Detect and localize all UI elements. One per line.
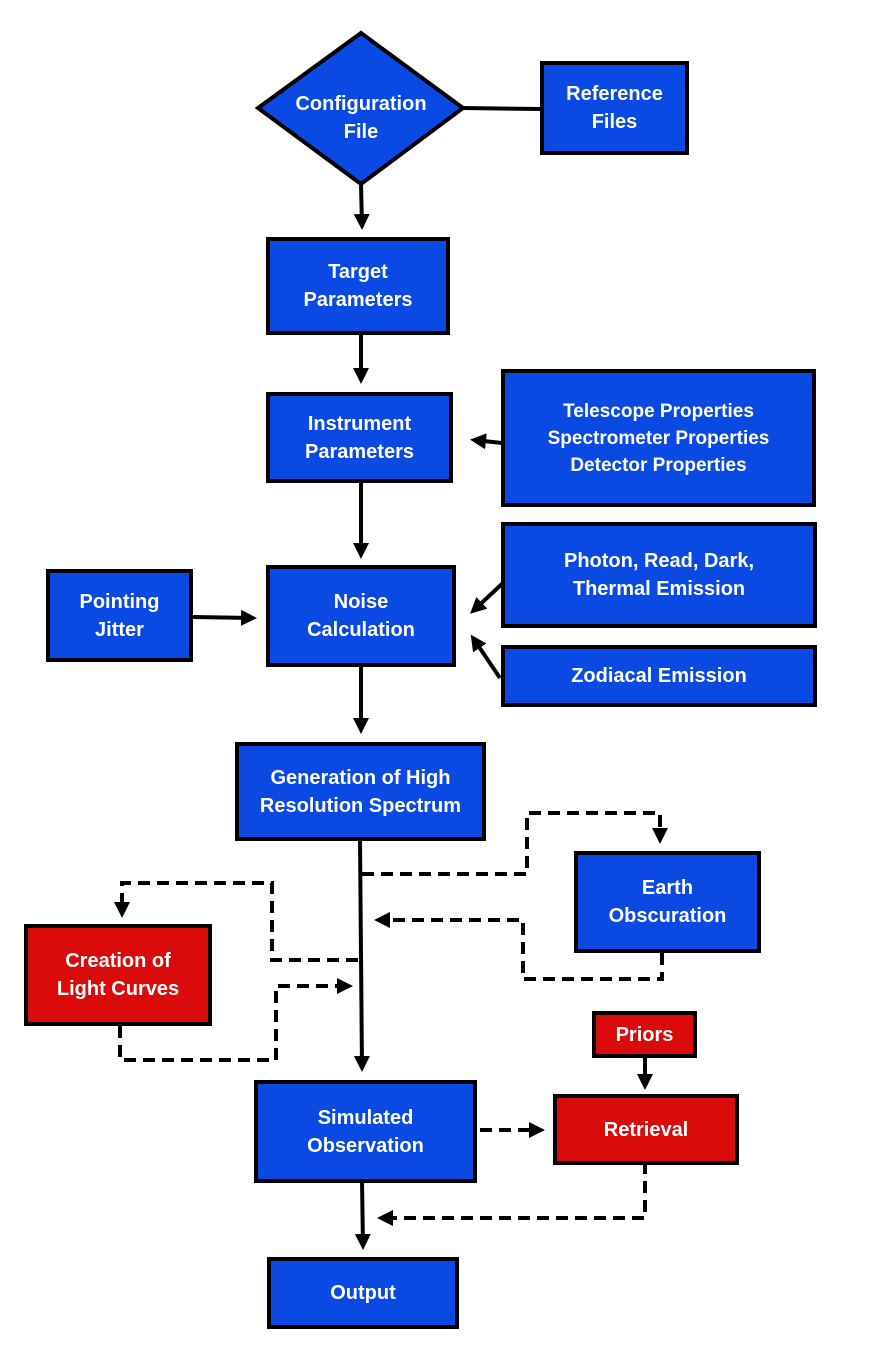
simulated-observation-box: Simulated Observation: [254, 1080, 477, 1183]
output-box: Output: [267, 1257, 459, 1329]
configuration-file-label: Configuration File: [295, 93, 427, 143]
zodiacal-to-noise-arrow: [470, 634, 502, 680]
jitter-to-noise-arrow: [192, 609, 257, 626]
spectrum-to-earth-dashed: [362, 811, 668, 876]
noise-sources-box: Photon, Read, Dark, Thermal Emission: [501, 522, 817, 628]
noise-calculation-box: Noise Calculation: [266, 565, 456, 667]
configuration-file-diamond: [254, 30, 467, 187]
instrument-parameters-box: Instrument Parameters: [266, 392, 453, 483]
earth-obscuration-box: Earth Obscuration: [574, 851, 761, 953]
simulated-to-output-arrow: [354, 1180, 371, 1250]
config-to-target-arrow: [353, 183, 370, 230]
config-to-reference-line: [461, 106, 542, 111]
retrieval-to-main-dashed: [377, 1162, 647, 1226]
lightcurves-to-main-dashed: [118, 978, 353, 1062]
light-curves-box: Creation of Light Curves: [24, 924, 212, 1026]
earth-to-main-dashed: [374, 912, 664, 981]
high-resolution-spectrum-box: Generation of High Resolution Spectrum: [235, 742, 486, 841]
noise-sources-to-noise-arrow: [470, 581, 505, 614]
priors-box: Priors: [592, 1011, 697, 1058]
instrument-properties-box: Telescope Properties Spectrometer Proper…: [501, 369, 816, 507]
zodiacal-emission-box: Zodiacal Emission: [501, 645, 817, 707]
spectrum-to-simulated-arrow: [353, 840, 370, 1072]
target-parameters-box: Target Parameters: [266, 237, 450, 335]
reference-files-box: Reference Files: [540, 61, 689, 155]
retrieval-box: Retrieval: [553, 1094, 739, 1165]
pointing-jitter-box: Pointing Jitter: [46, 569, 193, 662]
main-to-lightcurves-dashed: [114, 881, 358, 962]
properties-to-instrument-arrow: [470, 433, 503, 450]
